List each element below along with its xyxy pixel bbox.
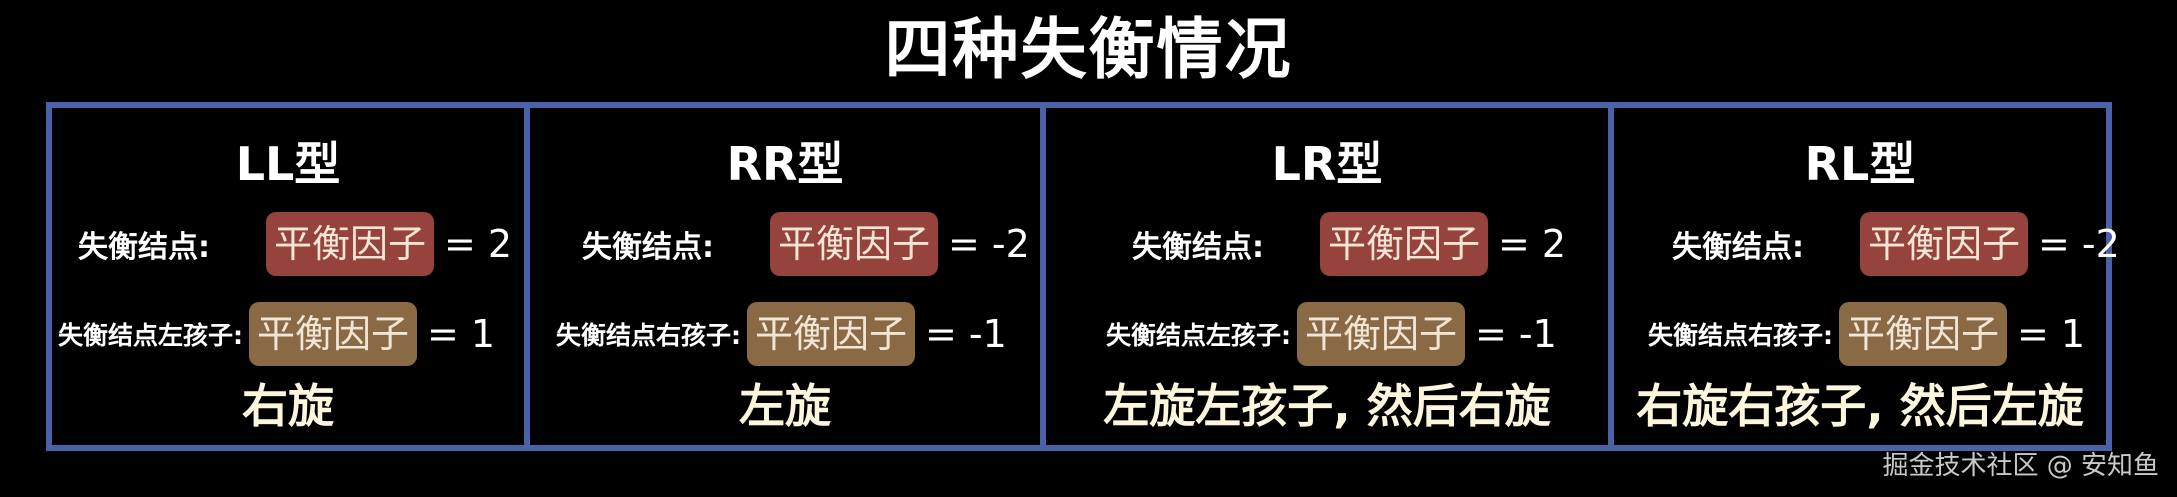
balance-factor-badge: 平衡因子: [266, 212, 435, 276]
case-column-ll: LL型 失衡结点: 平衡因子 = 2 失衡结点左孩子: 平衡因子 = 1 右旋: [52, 108, 524, 445]
child-node-row: 失衡结点左孩子: 平衡因子 = 1: [58, 302, 495, 366]
balance-factor-value: = -2: [948, 222, 1030, 266]
imbalance-node-row: 失衡结点: 平衡因子 = -2: [1672, 212, 2120, 276]
rotation-operation: 左旋: [739, 379, 831, 433]
case-heading: RR型: [726, 137, 844, 191]
row-label: 失衡结点:: [582, 230, 714, 265]
case-column-lr: LR型 失衡结点: 平衡因子 = 2 失衡结点左孩子: 平衡因子 = -1 左旋…: [1040, 108, 1608, 445]
child-node-row: 失衡结点右孩子: 平衡因子 = -1: [556, 302, 1007, 366]
child-node-row: 失衡结点左孩子: 平衡因子 = -1: [1106, 302, 1557, 366]
balance-factor-badge: 平衡因子: [1860, 212, 2029, 276]
case-heading: LL型: [235, 137, 341, 191]
balance-factor-value: = -1: [925, 312, 1007, 356]
imbalance-node-row: 失衡结点: 平衡因子 = 2: [78, 212, 512, 276]
balance-factor-value: = 2: [444, 222, 513, 266]
balance-factor-value: = -1: [1475, 312, 1557, 356]
balance-factor-badge: 平衡因子: [747, 302, 916, 366]
child-node-row: 失衡结点右孩子: 平衡因子 = 1: [1648, 302, 2085, 366]
rotation-operation: 左旋左孩子, 然后右旋: [1103, 379, 1551, 433]
balance-factor-value: = 1: [2017, 312, 2086, 356]
balance-factor-value: = 1: [427, 312, 496, 356]
case-column-rl: RL型 失衡结点: 平衡因子 = -2 失衡结点右孩子: 平衡因子 = 1 右旋…: [1608, 108, 2120, 445]
balance-factor-badge: 平衡因子: [249, 302, 418, 366]
case-column-rr: RR型 失衡结点: 平衡因子 = -2 失衡结点右孩子: 平衡因子 = -1 左…: [524, 108, 1040, 445]
balance-factor-value: = 2: [1498, 222, 1567, 266]
rotation-operation: 右旋: [242, 379, 334, 433]
row-label: 失衡结点:: [1132, 230, 1264, 265]
row-label: 失衡结点右孩子:: [556, 321, 741, 350]
imbalance-node-row: 失衡结点: 平衡因子 = 2: [1132, 212, 1566, 276]
row-label: 失衡结点:: [78, 230, 210, 265]
balance-factor-badge: 平衡因子: [1297, 302, 1466, 366]
balance-factor-badge: 平衡因子: [1320, 212, 1489, 276]
row-label: 失衡结点左孩子:: [58, 321, 243, 350]
row-label: 失衡结点:: [1672, 230, 1804, 265]
row-label: 失衡结点右孩子:: [1648, 321, 1833, 350]
balance-factor-badge: 平衡因子: [1839, 302, 2008, 366]
case-heading: LR型: [1271, 137, 1383, 191]
row-label: 失衡结点左孩子:: [1106, 321, 1291, 350]
balance-factor-value: = -2: [2038, 222, 2120, 266]
page-title: 四种失衡情况: [884, 11, 1293, 88]
watermark: 掘金技术社区 @ 安知鱼: [1882, 451, 2159, 481]
imbalance-node-row: 失衡结点: 平衡因子 = -2: [582, 212, 1030, 276]
case-heading: RL型: [1804, 137, 1916, 191]
imbalance-cases-table: LL型 失衡结点: 平衡因子 = 2 失衡结点左孩子: 平衡因子 = 1 右旋 …: [46, 102, 2120, 451]
rotation-operation: 右旋右孩子, 然后左旋: [1636, 379, 2084, 433]
balance-factor-badge: 平衡因子: [770, 212, 939, 276]
